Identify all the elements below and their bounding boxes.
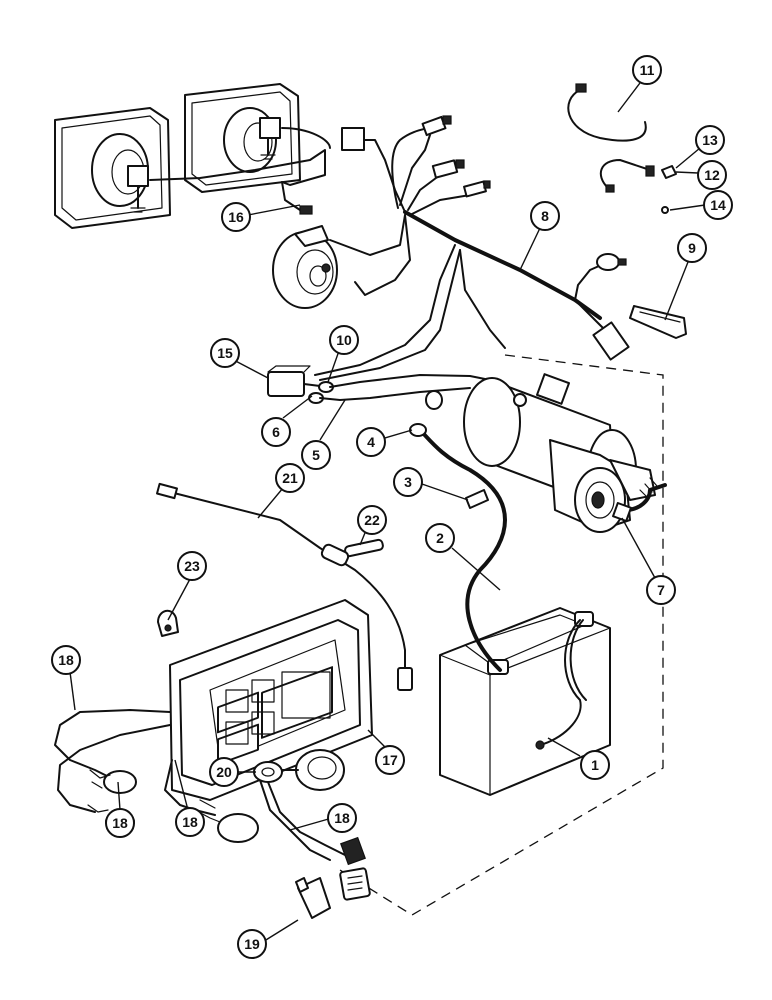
callout-2-label: 2 (436, 530, 444, 546)
switch-centre (217, 813, 259, 843)
relay-block (267, 371, 305, 397)
starter-motor (463, 373, 656, 533)
bolt (661, 165, 677, 179)
callout-21: 21 (275, 463, 305, 493)
harness-clip (157, 609, 179, 637)
callout-6: 6 (261, 417, 291, 447)
callout-14-label: 14 (710, 197, 726, 213)
socket (295, 749, 345, 791)
callout-19-label: 19 (244, 936, 260, 952)
callout-20: 20 (209, 757, 239, 787)
fuse (344, 538, 384, 558)
multi-pin-connector (592, 321, 630, 361)
callout-12-label: 12 (704, 167, 720, 183)
pressure-switch (596, 253, 620, 271)
callout-22: 22 (357, 505, 387, 535)
callout-18b-label: 18 (112, 815, 128, 831)
grommet (253, 761, 283, 783)
callout-2: 2 (425, 523, 455, 553)
battery-positive-cable (418, 428, 507, 672)
callout-12: 12 (697, 160, 727, 190)
horn (272, 225, 338, 309)
callout-1-label: 1 (591, 757, 599, 773)
earth-strap (599, 159, 651, 189)
callout-3-label: 3 (404, 474, 412, 490)
callout-8-label: 8 (541, 208, 549, 224)
headlamp-left (54, 107, 171, 229)
cable-clip (465, 489, 489, 509)
horn-feed-wire (329, 214, 406, 256)
callout-10-label: 10 (336, 332, 352, 348)
callout-4-label: 4 (367, 434, 375, 450)
harness-connector-top (341, 127, 365, 151)
callout-4: 4 (356, 427, 386, 457)
terminal-cap (425, 390, 443, 410)
harness-branch-to-switch (359, 139, 406, 213)
jump-lead (567, 89, 647, 142)
callout-15: 15 (210, 338, 240, 368)
switch-left (103, 770, 137, 794)
callout-18b: 18 (105, 808, 135, 838)
headlamp-right (184, 83, 301, 193)
leader-lines (69, 78, 707, 949)
callout-23-label: 23 (184, 558, 200, 574)
callout-11-label: 11 (640, 62, 655, 78)
callout-3: 3 (393, 467, 423, 497)
callout-18d: 18 (327, 803, 357, 833)
callout-16: 16 (221, 202, 251, 232)
callout-9-label: 9 (688, 240, 696, 256)
headlamp-feed-wire (281, 127, 331, 149)
callout-1: 1 (580, 750, 610, 780)
headlamp-link-wire (149, 149, 326, 186)
nut (661, 206, 669, 214)
callout-7-label: 7 (657, 582, 665, 598)
callout-10: 10 (329, 325, 359, 355)
connector-cover (629, 305, 687, 339)
callout-6-label: 6 (272, 424, 280, 440)
battery-negative-cable (539, 619, 582, 746)
callout-19: 19 (237, 929, 267, 959)
callout-18d-label: 18 (334, 810, 350, 826)
callout-16-label: 16 (228, 209, 244, 225)
callout-13-label: 13 (702, 132, 718, 148)
callout-9: 9 (677, 233, 707, 263)
cluster-harness (54, 709, 171, 781)
callout-23: 23 (177, 551, 207, 581)
callout-21-label: 21 (282, 470, 298, 486)
callout-18: 18 (51, 645, 81, 675)
callout-11: 11 (632, 55, 662, 85)
sender-switches (421, 115, 491, 198)
callout-18c-label: 18 (182, 814, 198, 830)
plug-connector (339, 867, 371, 901)
callout-5: 5 (301, 440, 331, 470)
cable-terminal (409, 423, 427, 437)
harness-drop-left (314, 244, 456, 376)
callout-8: 8 (530, 201, 560, 231)
callout-18-label: 18 (58, 652, 74, 668)
callout-17-label: 17 (382, 752, 398, 768)
harness-drop-right (459, 249, 506, 349)
callout-14: 14 (703, 190, 733, 220)
callout-20-label: 20 (216, 764, 232, 780)
callout-13: 13 (695, 125, 725, 155)
callout-18c: 18 (175, 807, 205, 837)
callout-7: 7 (646, 575, 676, 605)
callout-5-label: 5 (312, 447, 320, 463)
callout-22-label: 22 (364, 512, 380, 528)
callout-15-label: 15 (217, 345, 233, 361)
boundary-dashed-line (339, 354, 664, 916)
callout-17: 17 (375, 745, 405, 775)
